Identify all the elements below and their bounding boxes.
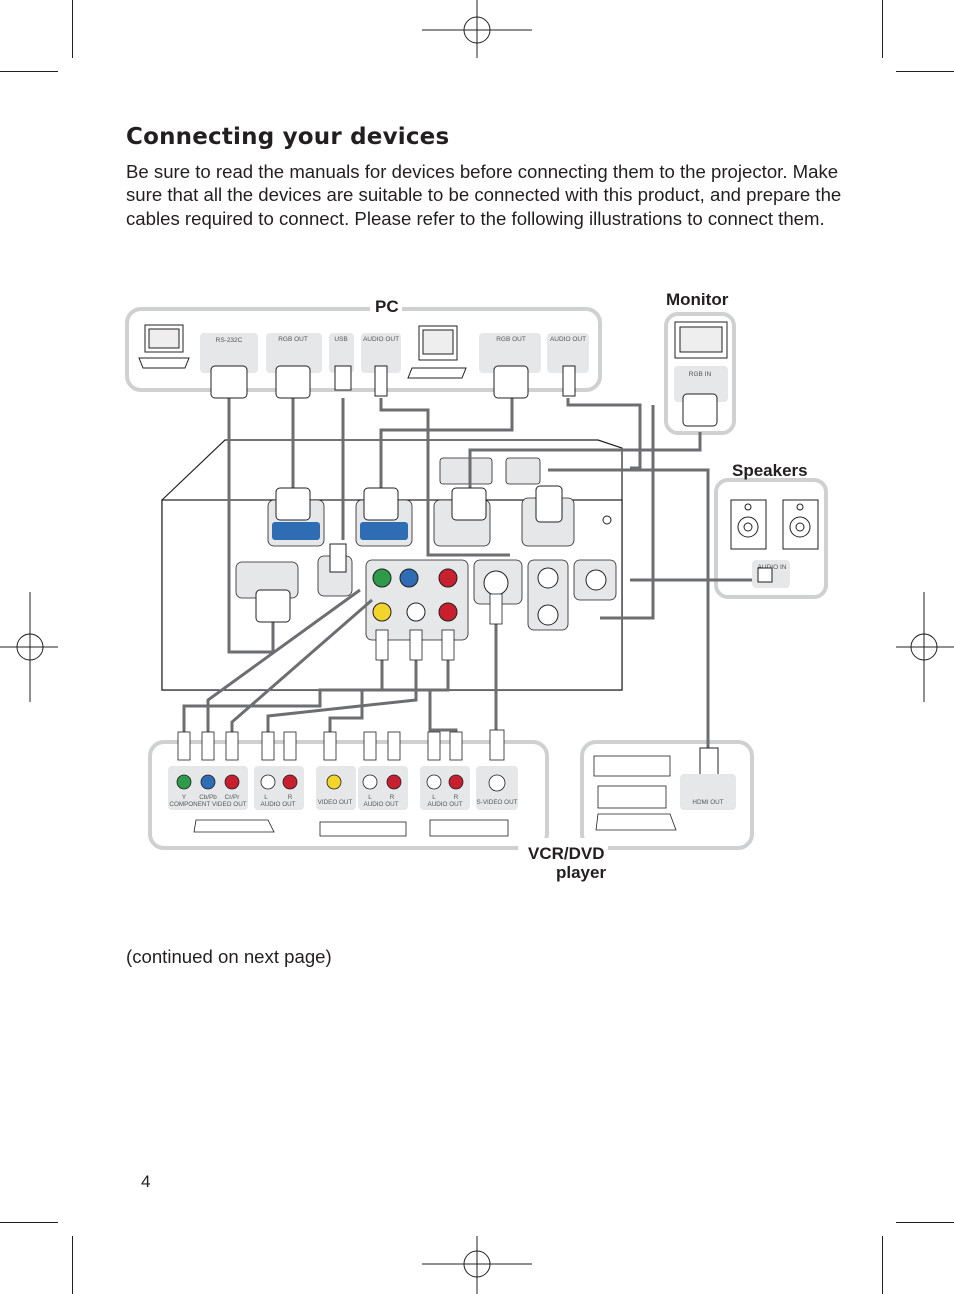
port-label: L [432,794,436,801]
port-label: AUDIO OUT [364,801,399,808]
speaker-icon [730,499,819,550]
pc-port-label: USB [334,336,347,343]
port-label: L [368,794,372,801]
monitor-icon [674,321,728,359]
player-device-icon [193,755,677,837]
monitor-label: Monitor [666,290,729,309]
pc-frame [125,307,602,392]
vcr-label-line2: player [556,863,607,882]
vcr-label-line1: VCR/DVD [528,844,605,863]
port-label: R [390,794,395,801]
vcr-frame-right [580,740,754,850]
intro-paragraph: Be sure to read the manuals for devices … [126,161,842,229]
port-label: L [264,794,268,801]
port-label: R [454,794,459,801]
page-title: Connecting your devices [126,124,450,150]
port-label: R [288,794,293,801]
desktop-pc-icon [407,325,467,379]
speakers-label: Speakers [732,461,808,480]
pc-port-label: RS-232C [216,337,243,344]
port-label: AUDIO OUT [261,801,296,808]
pc-port-label: RGB OUT [278,336,308,343]
page-number: 4 [141,1172,151,1191]
port-label: COMPONENT VIDEO OUT [169,801,246,808]
laptop-icon [138,324,190,369]
pc-label: PC [375,297,399,316]
pc-port-label: AUDIO OUT [550,336,586,343]
port-label: Cb/Pb [199,794,217,801]
speakers-frame [714,478,828,599]
vcr-frame-left [148,740,549,850]
port-label: VIDEO OUT [318,799,353,806]
pc-port-label: AUDIO OUT [363,336,399,343]
monitor-port-label: RGB IN [689,371,712,378]
port-label: Cr/Pr [225,794,240,801]
port-label: HDMI OUT [692,799,723,806]
port-label: AUDIO OUT [428,801,463,808]
continued-note: (continued on next page) [126,946,332,967]
port-label: Y [182,794,187,801]
port-label: S-VIDEO OUT [477,799,518,806]
pc-port-label: RGB OUT [496,336,526,343]
